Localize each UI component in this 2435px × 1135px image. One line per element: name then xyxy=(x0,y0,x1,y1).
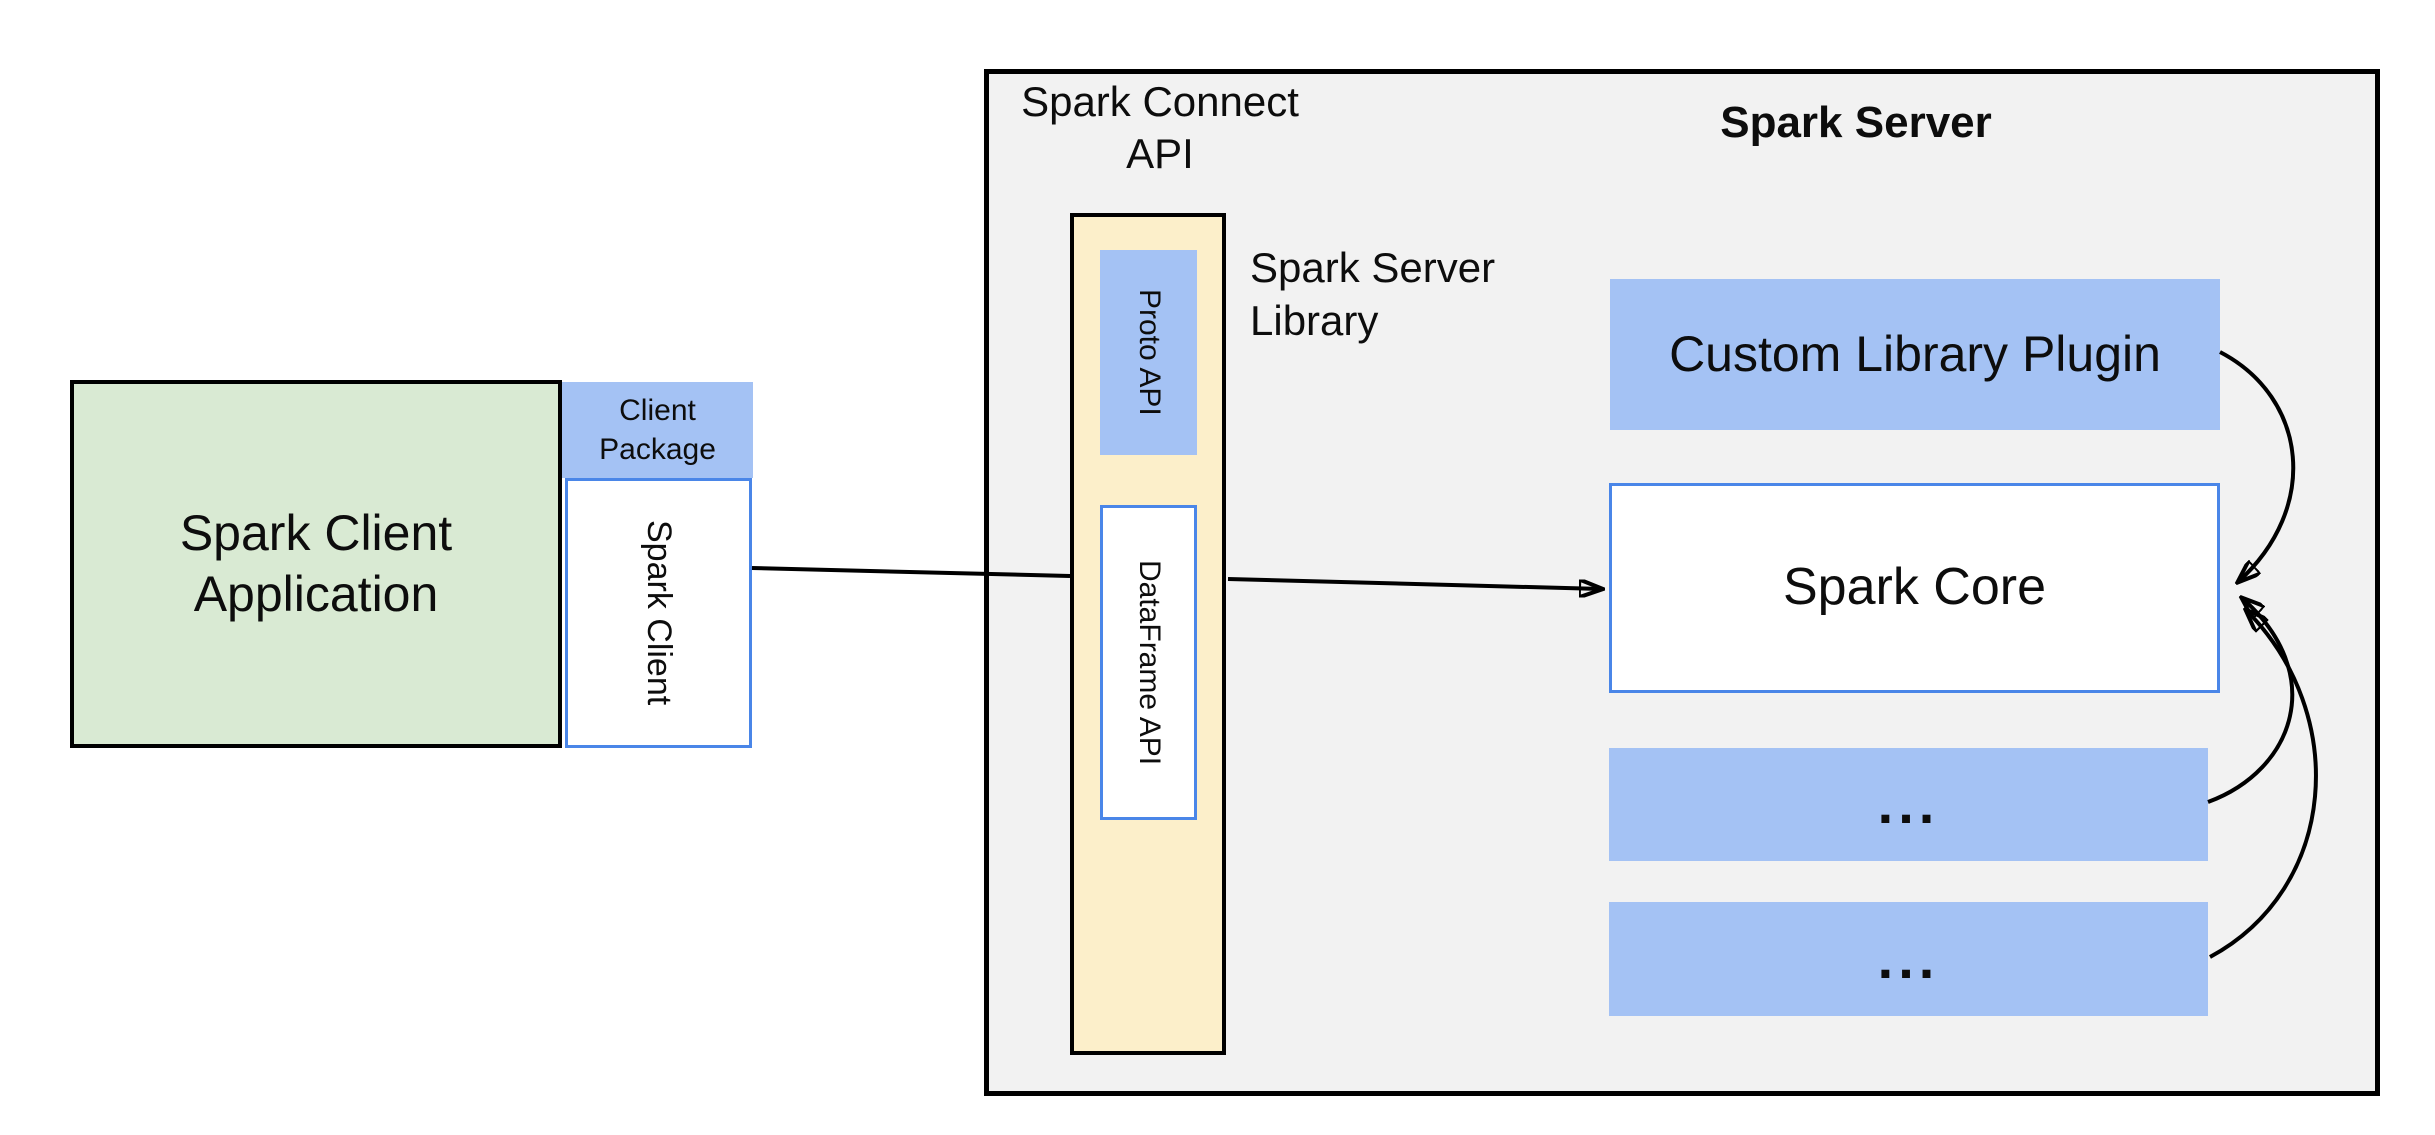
plugin-placeholder-box-1: ... xyxy=(1609,748,2208,861)
plugin-placeholder-box-2: ... xyxy=(1609,902,2208,1016)
proto-api-box: Proto API xyxy=(1100,250,1197,455)
spark-client-box: Spark Client xyxy=(565,478,752,748)
custom-library-plugin-box: Custom Library Plugin xyxy=(1610,279,2220,430)
spark-core-box: Spark Core xyxy=(1609,483,2220,693)
dataframe-api-label: DataFrame API xyxy=(1132,559,1166,766)
spark-client-label: Spark Client xyxy=(640,520,679,706)
spark-server-title: Spark Server xyxy=(1720,98,1992,147)
proto-api-label: Proto API xyxy=(1132,289,1166,416)
client-package-box: Client Package xyxy=(562,382,753,478)
spark-client-application-box: Spark Client Application xyxy=(70,380,562,748)
spark-connect-api-label: Spark Connect API xyxy=(1021,78,1299,178)
dataframe-api-box: DataFrame API xyxy=(1100,505,1197,820)
spark-server-library-label: Spark Server Library xyxy=(1250,244,1496,344)
